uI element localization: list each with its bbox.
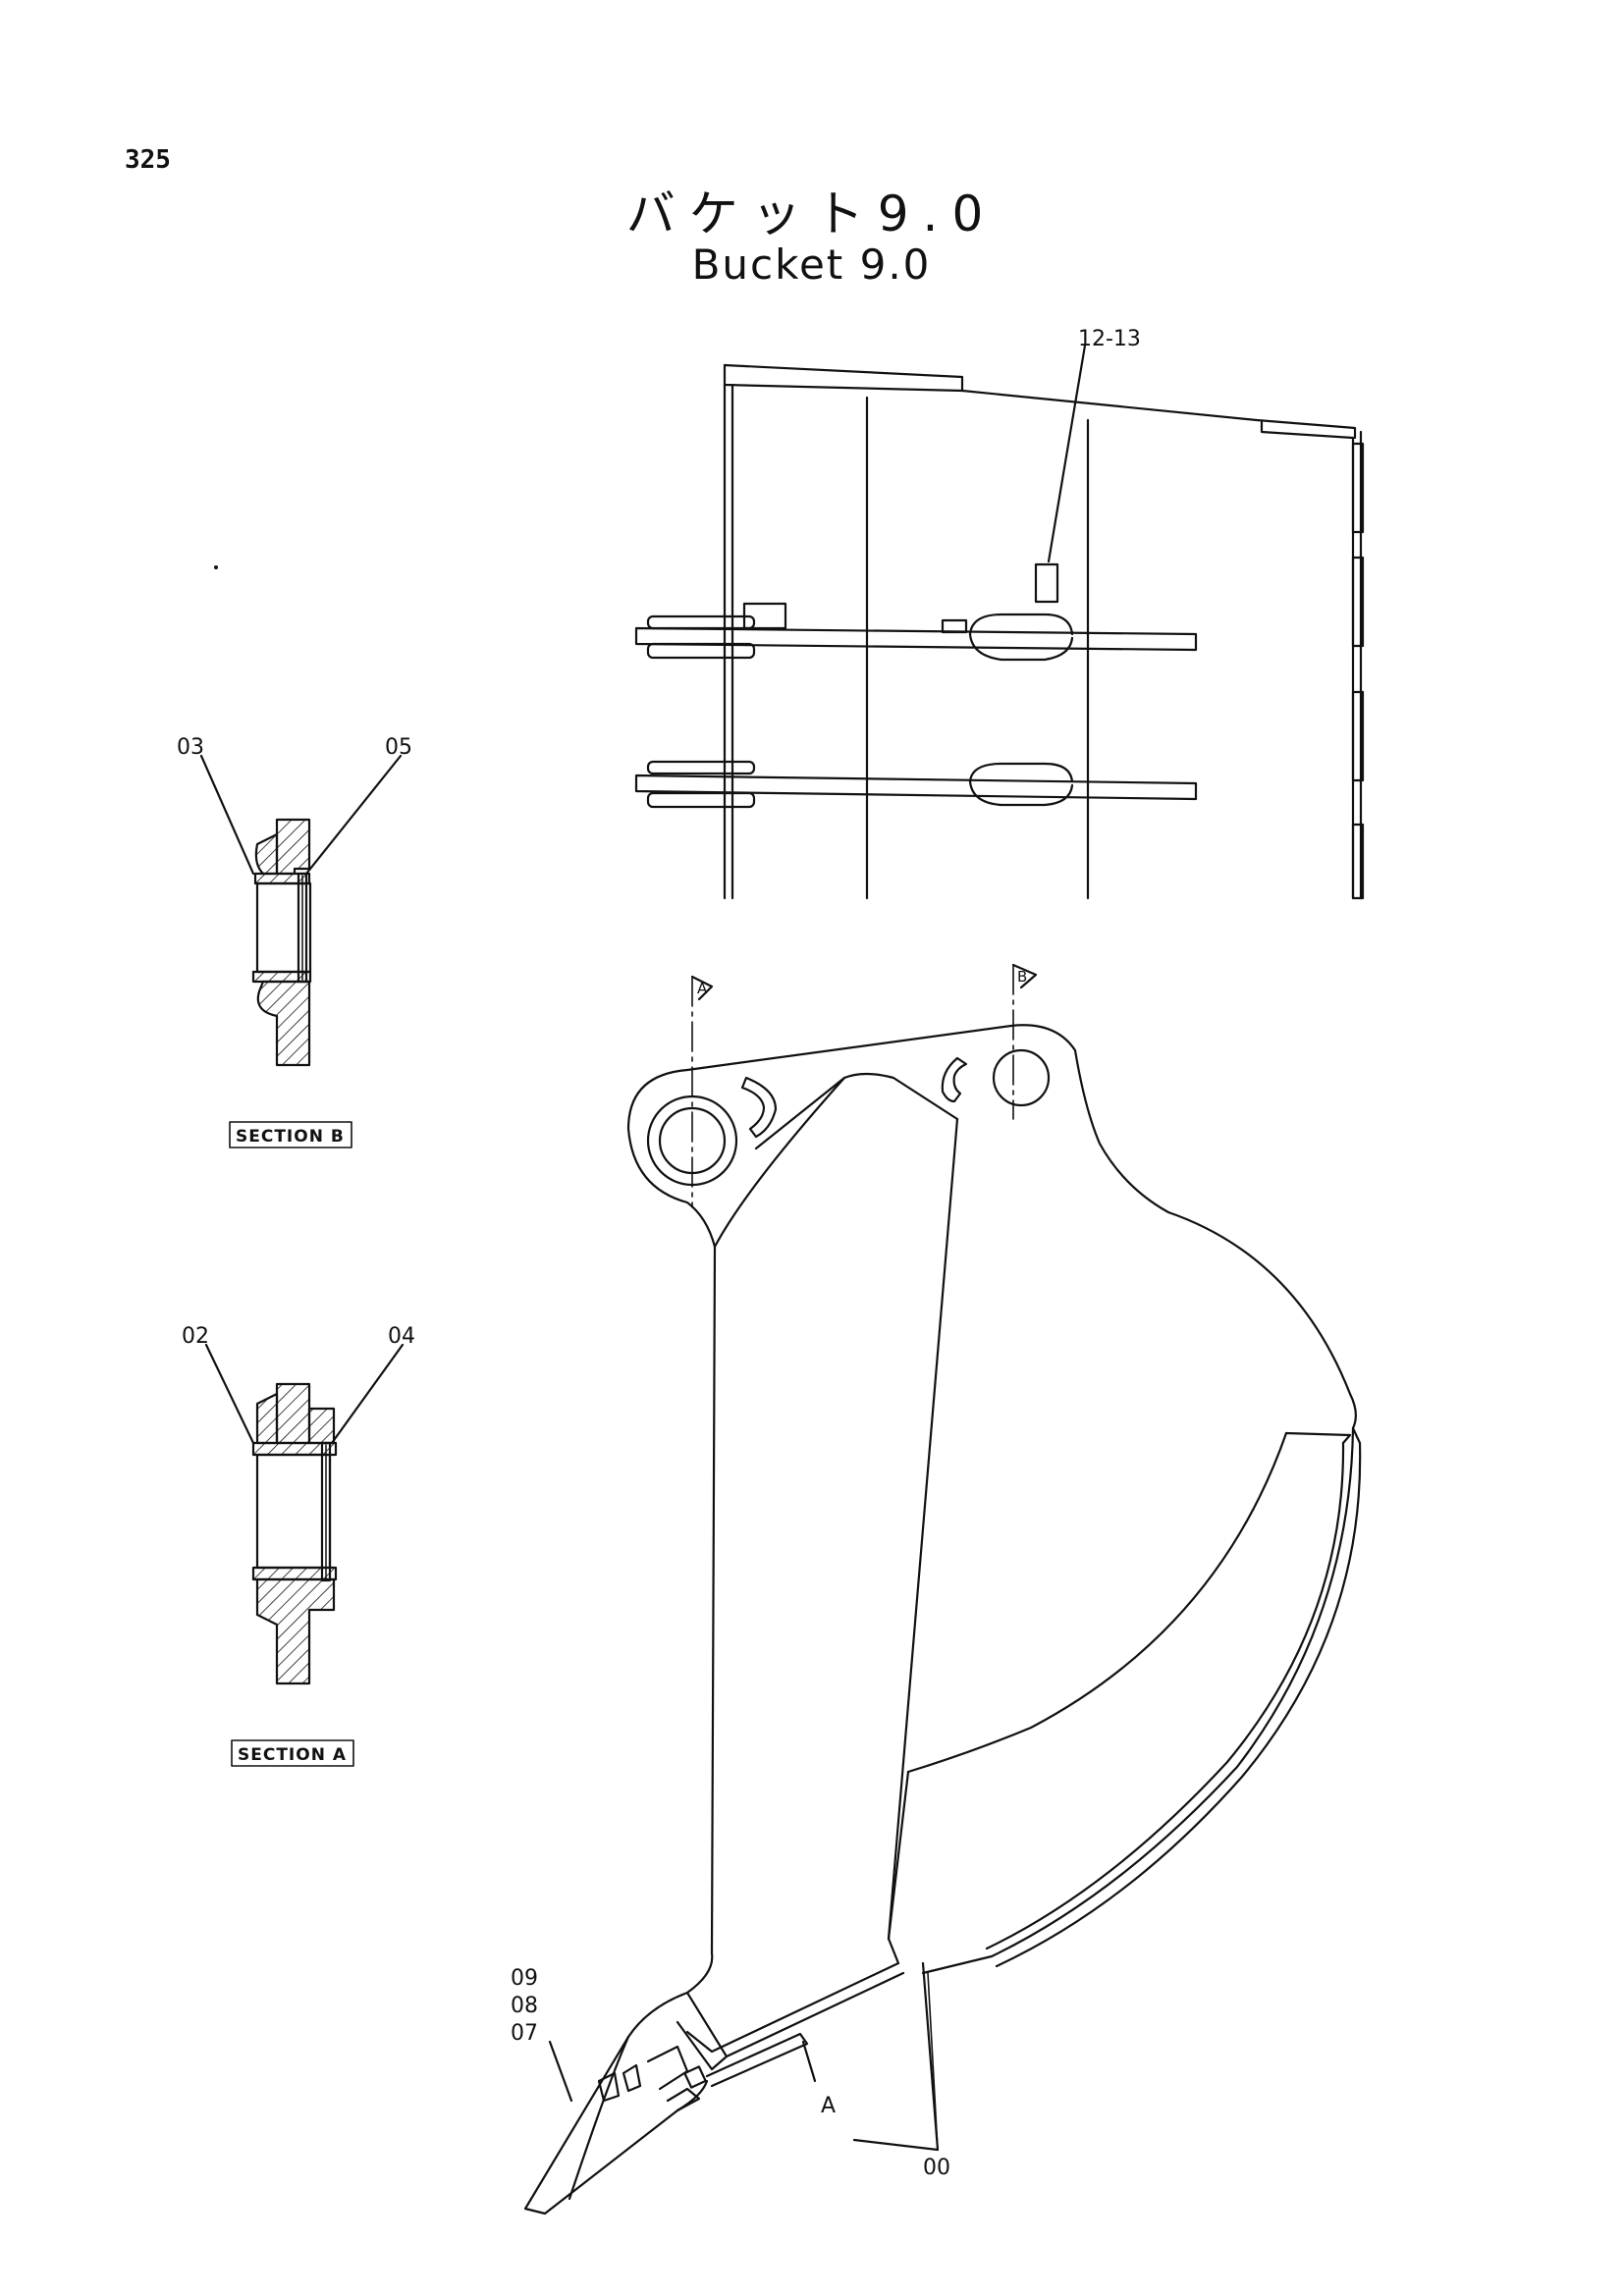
callout-04: 04: [388, 1324, 415, 1349]
page-number: 325: [125, 145, 171, 175]
callout-00: 00: [923, 2156, 950, 2180]
title-japanese: バケット9.0: [625, 186, 998, 242]
callout-12-13: 12-13: [1078, 327, 1141, 351]
section-marker-b: B: [1017, 968, 1027, 986]
top-view: 12-13: [214, 327, 1365, 900]
callout-09: 09: [511, 1966, 538, 1991]
bucket-side-view: A B: [511, 963, 1362, 2216]
callout-weld-a: A: [821, 2094, 836, 2118]
callout-07: 07: [511, 2021, 538, 2046]
callout-03: 03: [177, 735, 204, 760]
dot-mark: [214, 565, 218, 569]
callout-05: 05: [385, 735, 412, 760]
section-a-label: SECTION A: [238, 1745, 347, 1765]
decal-plate: [1034, 562, 1059, 604]
title-english: Bucket 9.0: [691, 240, 932, 289]
callout-08: 08: [511, 1994, 538, 2018]
section-a-detail: 02 04 SECTION A: [182, 1324, 415, 1767]
section-marker-a: A: [697, 980, 708, 997]
section-b-detail: 03 05 SECTION B: [177, 735, 412, 1148]
section-b-label: SECTION B: [236, 1127, 345, 1147]
callout-02: 02: [182, 1324, 209, 1349]
